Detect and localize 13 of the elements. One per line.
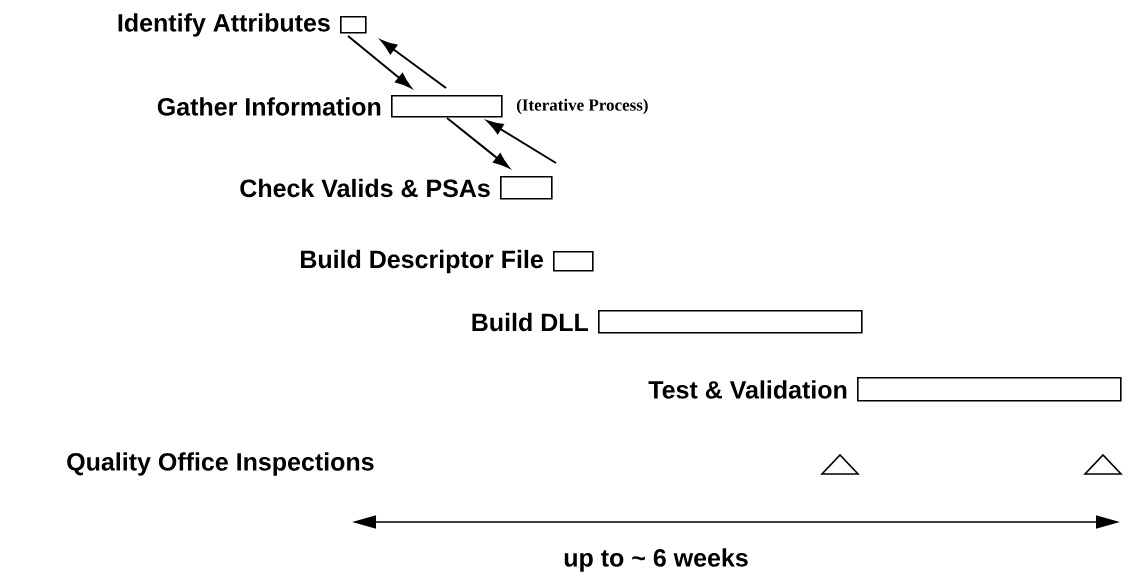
task-label: Identify Attributes [118, 13, 330, 37]
task-label: Check Valids & PSAs [240, 178, 490, 198]
note: (Iterative Process) [516, 98, 648, 115]
task-label: Gather Information [157, 97, 381, 116]
duration-label: up to ~ 6 weeks [564, 548, 748, 572]
arrow [446, 117, 510, 169]
task-label: Build Descriptor File [301, 249, 543, 274]
arrow [347, 35, 412, 88]
arrow [487, 120, 557, 164]
arrow [380, 39, 447, 89]
task-label: Quality Office Inspections [67, 452, 374, 476]
task-label: Test & Validation [648, 380, 847, 399]
task-label: Build DLL [472, 312, 589, 332]
